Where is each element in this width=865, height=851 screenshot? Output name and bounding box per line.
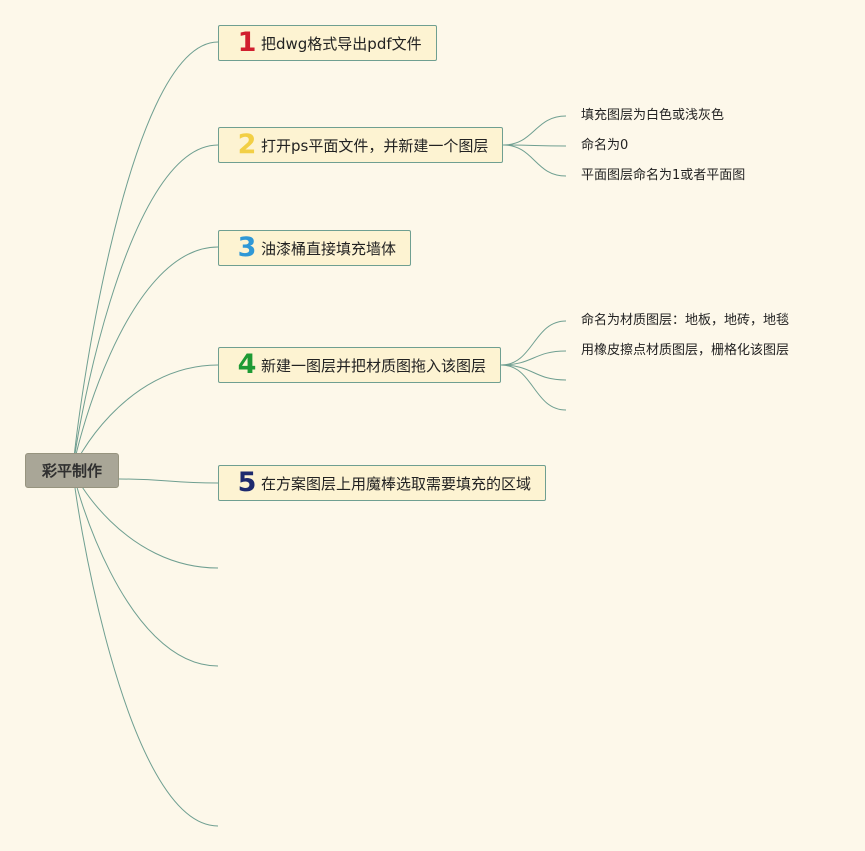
topic-3[interactable]: 3 油漆桶直接填充墙体 xyxy=(218,230,412,266)
number-3-icon: 3 xyxy=(237,232,257,263)
subtopic-2-2[interactable]: 命名为0 xyxy=(581,138,629,153)
subtopic-2-1[interactable]: 填充图层为白色或浅灰色 xyxy=(581,108,725,123)
sub-line-2-2 xyxy=(502,144,567,147)
topic-4[interactable]: 4 新建一图层并把材质图拖入该图层 xyxy=(218,347,502,383)
sub-line-4-3 xyxy=(500,364,567,381)
topic-3-label: 油漆桶直接填充墙体 xyxy=(261,239,397,258)
topic-1[interactable]: 1 把dwg格式导出pdf文件 xyxy=(218,25,437,61)
topic-2-label: 打开ps平面文件，并新建一个图层 xyxy=(261,136,489,155)
subtopic-4-2[interactable]: 用橡皮擦点材质图层，栅格化该图层 xyxy=(581,343,790,358)
subtopic-4-1[interactable]: 命名为材质图层：地板，地砖，地毯 xyxy=(581,313,790,328)
root-topic[interactable]: 彩平制作 xyxy=(25,453,119,488)
topic-1-label: 把dwg格式导出pdf文件 xyxy=(261,34,422,53)
topic-5[interactable]: 5 在方案图层上用魔棒选取需要填充的区域 xyxy=(218,465,547,501)
number-1-icon: 1 xyxy=(237,27,257,58)
root-topic-label: 彩平制作 xyxy=(41,462,102,480)
branch-line-5 xyxy=(118,478,219,484)
subtopic-2-3[interactable]: 平面图层命名为1或者平面图 xyxy=(581,168,746,183)
number-4-icon: 4 xyxy=(237,349,257,380)
empty-branch-line-3 xyxy=(72,469,219,827)
sub-line-2-3 xyxy=(502,144,567,177)
sub-line-4-1 xyxy=(500,320,567,366)
sub-line-4-2 xyxy=(500,350,567,366)
branch-line-1 xyxy=(72,41,219,471)
number-2-icon: 2 xyxy=(237,129,257,160)
sub-line-2-1 xyxy=(502,115,567,146)
sub-line-4-4 xyxy=(500,364,567,411)
number-5-icon: 5 xyxy=(237,467,257,498)
topic-4-label: 新建一图层并把材质图拖入该图层 xyxy=(261,356,487,375)
topic-2[interactable]: 2 打开ps平面文件，并新建一个图层 xyxy=(218,127,504,163)
branch-line-2 xyxy=(72,144,219,471)
topic-5-label: 在方案图层上用魔棒选取需要填充的区域 xyxy=(261,474,532,493)
empty-branch-line-2 xyxy=(72,469,219,667)
